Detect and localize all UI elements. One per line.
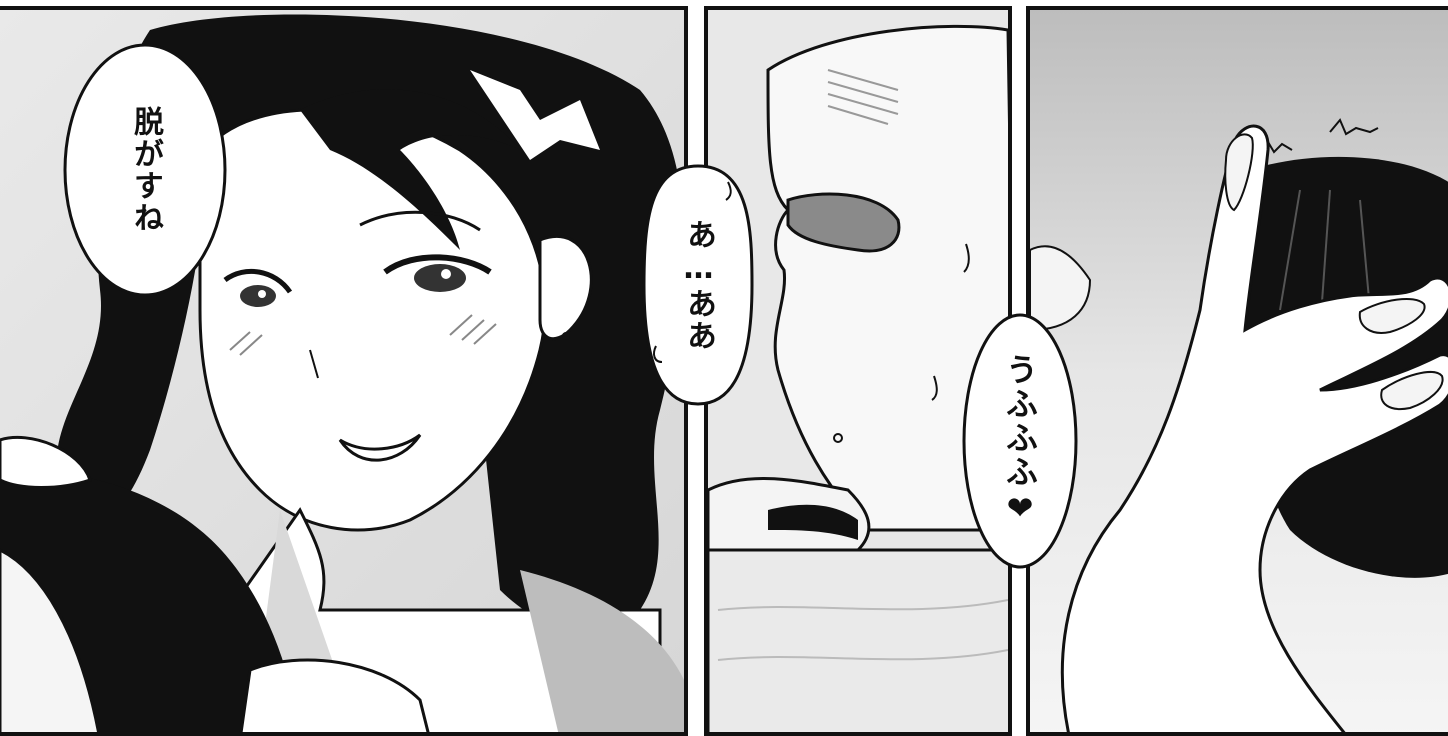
- panel-woman-smiling: 脱がすね: [0, 6, 688, 736]
- laugh-dialogue-text: うふふふ❤: [1001, 353, 1039, 529]
- speech-bubble-shape: [962, 313, 1078, 569]
- speech-bubble-laugh: うふふふ❤: [960, 310, 1080, 572]
- panel-man-reaction: [704, 6, 1012, 736]
- woman-dialogue-text: 脱がすね: [128, 106, 163, 234]
- hand-illustration: [1030, 10, 1448, 732]
- panel-hand: [1026, 6, 1448, 736]
- man-illustration: [708, 10, 1008, 732]
- speech-bubble-shape: [642, 164, 754, 406]
- speech-bubble-shape: [63, 43, 227, 297]
- speech-bubble-woman: 脱がすね: [60, 40, 230, 300]
- man-dialogue-text: あ…ああ: [681, 218, 716, 352]
- speech-bubble-man: あ…ああ: [640, 160, 756, 410]
